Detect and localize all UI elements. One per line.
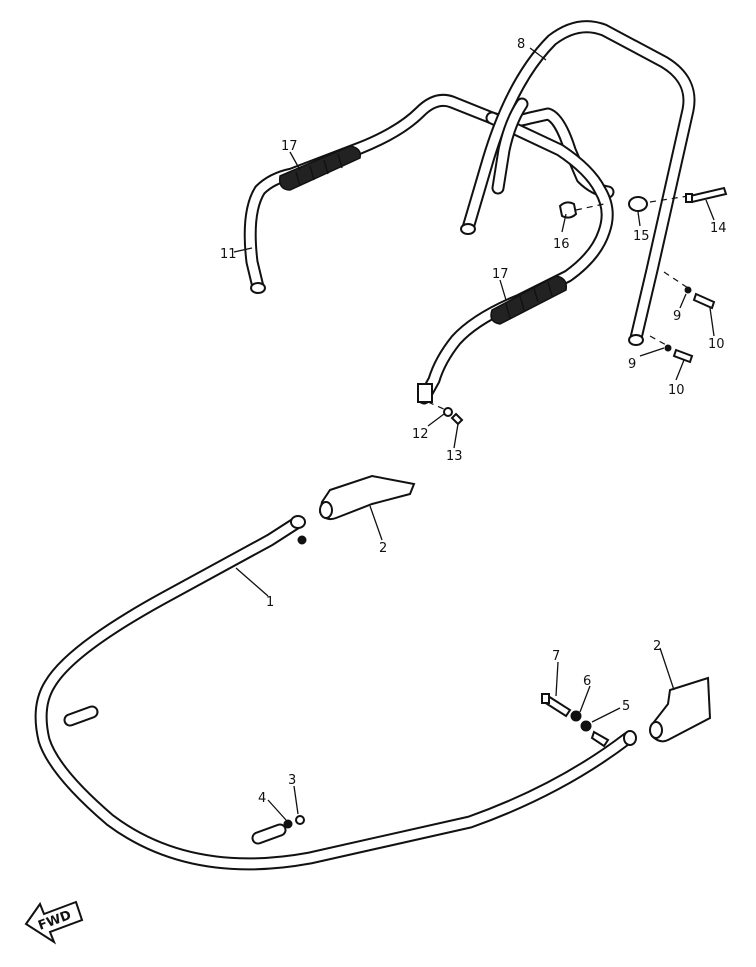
spacer bbox=[590, 730, 610, 748]
callout-17-lower: 17 bbox=[492, 267, 509, 282]
callout-3: 3 bbox=[288, 773, 296, 788]
bar-end-cap bbox=[628, 334, 644, 346]
callout-2-lower: 2 bbox=[653, 639, 661, 654]
clamp-16 bbox=[558, 201, 605, 219]
washer-bolt-9-10-upper bbox=[663, 271, 716, 310]
bumper-end bbox=[290, 515, 306, 529]
callout-12: 12 bbox=[412, 427, 429, 442]
washer-bolt-9-10-lower bbox=[649, 335, 694, 364]
callout-8: 8 bbox=[517, 37, 525, 52]
bumper-nut bbox=[297, 535, 307, 545]
bracket-2-lower bbox=[649, 676, 712, 743]
callout-7: 7 bbox=[552, 649, 560, 664]
callout-5: 5 bbox=[622, 699, 630, 714]
bar-end-cap bbox=[460, 223, 476, 235]
washer-6 bbox=[570, 710, 582, 722]
washer-4 bbox=[283, 819, 293, 829]
bolt-7 bbox=[541, 693, 572, 718]
bushing-15 bbox=[628, 195, 689, 212]
callout-2-upper: 2 bbox=[379, 541, 387, 556]
callout-11: 11 bbox=[220, 247, 237, 262]
forward-arrow-icon: FWD bbox=[24, 900, 84, 945]
handle-bar-frame bbox=[243, 20, 696, 405]
callout-10-upper: 10 bbox=[708, 337, 725, 352]
callout-15: 15 bbox=[633, 229, 650, 244]
bracket-mount bbox=[417, 383, 433, 403]
callout-4: 4 bbox=[258, 791, 266, 806]
callout-1: 1 bbox=[266, 595, 274, 610]
bumper-end bbox=[623, 730, 637, 746]
grip-upper bbox=[278, 145, 362, 191]
nut-3 bbox=[295, 815, 305, 825]
bar-end-cap bbox=[250, 282, 266, 294]
callout-6: 6 bbox=[583, 674, 591, 689]
washer-bolt-12-13 bbox=[427, 401, 464, 426]
leader-lines bbox=[233, 47, 715, 821]
bumper-frame bbox=[34, 515, 635, 871]
callout-9-upper: 9 bbox=[673, 309, 681, 324]
grip-lower bbox=[490, 275, 568, 325]
callout-16: 16 bbox=[553, 237, 570, 252]
callout-14: 14 bbox=[710, 221, 727, 236]
bracket-2-upper bbox=[318, 474, 416, 521]
bolt-14 bbox=[685, 186, 728, 204]
nut-5 bbox=[580, 720, 592, 732]
callout-10-lower: 10 bbox=[668, 383, 685, 398]
callout-9-lower: 9 bbox=[628, 357, 636, 372]
callout-17-upper: 17 bbox=[281, 139, 298, 154]
callout-13: 13 bbox=[446, 449, 463, 464]
